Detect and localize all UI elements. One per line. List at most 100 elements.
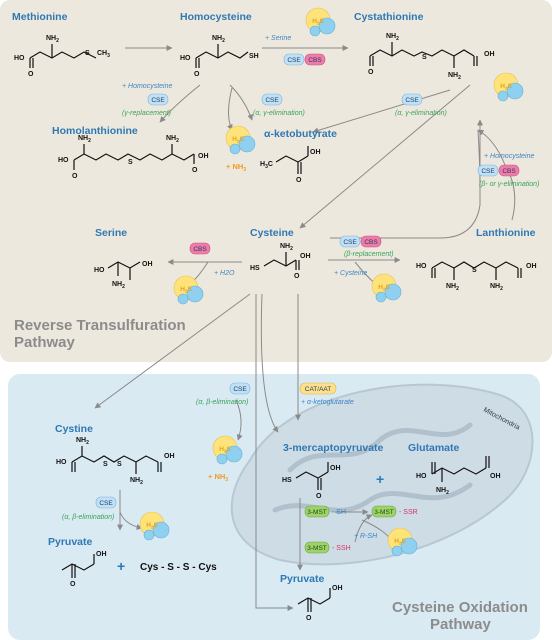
cbs-pill-3: CBS <box>193 246 207 253</box>
mst-pill-1: 3-MST <box>307 509 327 516</box>
reverse-transsulfuration-panel <box>0 0 552 362</box>
mst-sh-suffix: - SH <box>332 509 346 516</box>
cysteine-nh2: NH2 <box>280 243 293 252</box>
methionine-o: O <box>28 71 34 78</box>
cysteine-structure: NH2 HS OH O <box>250 243 311 280</box>
svg-text:H2S: H2S <box>394 538 406 546</box>
glutamate-oh: OH <box>490 473 501 480</box>
note-plus-h2o: + H2O <box>214 270 235 277</box>
note-plus-ketoglutarate: + α-ketoglutarate <box>301 399 354 406</box>
pyruvate-left-structure: O OH <box>61 551 107 588</box>
cystathionine-nh2-bottom: NH2 <box>448 72 461 81</box>
homolanthionine-ho: HO <box>58 157 69 164</box>
svg-text:H2S: H2S <box>219 446 231 454</box>
mst-ssr-suffix: - SSR <box>399 509 418 516</box>
cbs-pill-1: CBS <box>308 57 322 64</box>
lanthionine-s: S <box>472 267 477 274</box>
svg-text:H2S: H2S <box>180 286 192 294</box>
cystine-structure: NH2 NH2 HO OH S S <box>56 437 175 486</box>
homocysteine-o: O <box>194 71 200 78</box>
note-alpha-beta-elim-1: (α, β-elimination) <box>196 399 248 406</box>
h2s-icon-1: H2S <box>305 7 336 37</box>
homolanthionine-structure: NH2 NH2 HO S OH O O <box>58 135 209 180</box>
alpha-ketobutyrate-label: α-ketobutyrate <box>264 128 337 140</box>
h2s-icon-6: H2S <box>212 435 243 465</box>
homolanthionine-nh2-left: NH2 <box>78 135 91 144</box>
reverse-pathway-title-line2: Pathway <box>14 334 76 351</box>
cysteine-oh: OH <box>300 253 311 260</box>
serine-label: Serine <box>95 227 127 239</box>
cat-aat-pill: CAT/AAT <box>305 386 332 393</box>
mst-pill-3: 3-MST <box>307 545 327 552</box>
cystathionine-nh2-top: NH2 <box>386 33 399 42</box>
cse-pill-4: CSE <box>405 97 419 104</box>
note-beta-or-gamma-elim: (β- or γ-elimination) <box>479 181 539 188</box>
lanthionine-nh2-right: NH2 <box>490 283 503 292</box>
methionine-s: S <box>85 50 90 57</box>
cse-pill-2: CSE <box>151 97 165 104</box>
plus-sign-glutamate: + <box>376 471 384 487</box>
oxidation-pathway-title: Cysteine Oxidation <box>392 599 528 616</box>
cse-pill-3: CSE <box>265 97 279 104</box>
h2s-icon-3: H2S <box>493 72 524 102</box>
mercaptopyruvate-oh: OH <box>330 465 341 472</box>
h2s-icon-4: H2S <box>173 275 204 305</box>
ketobutyrate-o: O <box>296 177 302 184</box>
homolanthionine-o-right: O <box>192 167 198 174</box>
methionine-label: Methionine <box>12 11 68 23</box>
cysteine-hs: HS <box>250 265 260 272</box>
homolanthionine-o-left: O <box>72 173 78 180</box>
homolanthionine-label: Homolanthionine <box>52 125 138 137</box>
pyruvate-bottom-structure: O OH <box>297 585 343 622</box>
lanthionine-oh: OH <box>526 263 537 270</box>
mst-ssh-suffix: - SSH <box>332 545 351 552</box>
mercaptopyruvate-o: O <box>316 493 322 500</box>
cse-pill-6: CSE <box>343 239 357 246</box>
methionine-nh2: NH2 <box>46 35 59 44</box>
note-alpha-gamma-elim-2: (α, γ-elimination) <box>395 110 447 117</box>
cysteine-label: Cysteine <box>250 227 294 239</box>
serine-structure: HO OH NH2 <box>94 261 153 290</box>
ketobutyrate-h3c: H3C <box>260 161 273 170</box>
svg-text:H2S: H2S <box>232 136 244 144</box>
cystathionine-label: Cystathionine <box>354 11 424 23</box>
lanthionine-structure: HO OH S NH2 NH2 <box>416 261 537 292</box>
cystine-s1: S <box>103 461 108 468</box>
ketobutyrate-oh: OH <box>310 149 321 156</box>
cystine-nh2-bottom: NH2 <box>130 477 143 486</box>
homocysteine-nh2: NH2 <box>212 35 225 44</box>
lanthionine-ho: HO <box>416 263 427 270</box>
note-plus-homocysteine-2: + Homocysteine <box>484 153 534 160</box>
note-gamma-replacement: (γ-replacement) <box>122 110 171 117</box>
cse-pill-5: CSE <box>481 168 495 175</box>
cse-pill-1: CSE <box>287 57 301 64</box>
note-plus-homocysteine-1: + Homocysteine <box>122 83 172 90</box>
reaction-arrows <box>94 45 516 611</box>
serine-ho: HO <box>94 267 105 274</box>
lanthionine-label: Lanthionine <box>476 227 536 239</box>
h2s-icon-7: H2S <box>139 511 170 541</box>
svg-text:H2S: H2S <box>500 83 512 91</box>
cbs-pill-4: CBS <box>364 239 378 246</box>
note-alpha-gamma-elim-1: (α, γ-elimination) <box>253 110 305 117</box>
cse-pill-7: CSE <box>233 386 247 393</box>
mst-pill-2: 3-MST <box>374 509 394 516</box>
homocysteine-label: Homocysteine <box>180 11 252 23</box>
cse-pill-8: CSE <box>99 500 113 507</box>
cbs-pill-2: CBS <box>502 168 516 175</box>
cystine-ho: HO <box>56 459 67 466</box>
cystathionine-s: S <box>422 54 427 61</box>
plus-sign-pyruvate: + <box>117 558 125 574</box>
svg-text:H2S: H2S <box>146 522 158 530</box>
h2s-icon-2: H2S <box>225 125 256 155</box>
cystine-oh: OH <box>164 453 175 460</box>
note-beta-replacement: (β-replacement) <box>344 251 394 258</box>
cystathionine-o-left: O <box>368 69 374 76</box>
nh3-product-2: + NH3 <box>208 472 228 483</box>
pyruvate-left-label: Pyruvate <box>48 536 93 548</box>
alpha-ketobutyrate-structure: H3C O OH <box>260 146 321 184</box>
h2s-icon-8: H2S <box>387 527 418 557</box>
note-plus-rsh: + R-SH <box>354 533 378 540</box>
